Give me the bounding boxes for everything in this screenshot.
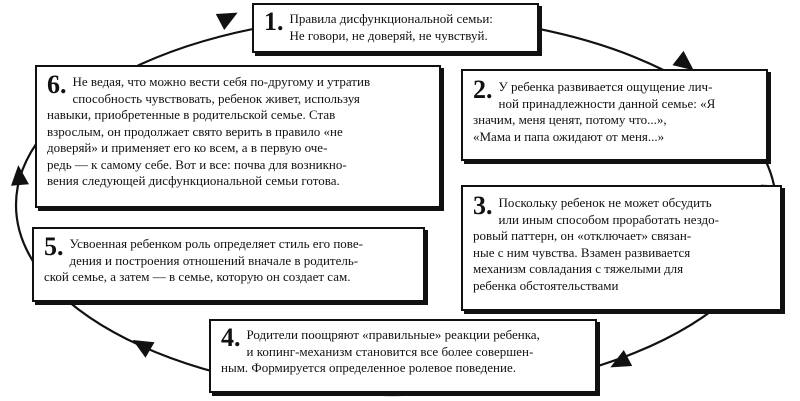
step-1-line-1: Правила дисфункциональной семьи: xyxy=(289,11,493,26)
step-5-line-1: Усвоенная ребенком роль определяет стиль… xyxy=(69,236,363,251)
step-4-line-3: ным. Формируется определенное ролевое по… xyxy=(221,360,516,375)
step-6-line-4: взрослым, он продолжает свято верить в п… xyxy=(47,123,343,139)
arrow-6-to-1 xyxy=(215,12,238,30)
step-3-line-4: ные с ним чувства. Взамен развивается xyxy=(473,244,691,260)
step-4-line-1: Родители поощряют «правильные» реакции р… xyxy=(246,327,540,342)
step-3-number: 3. xyxy=(473,191,493,220)
step-3-box: 3. Поскольку ребенок не может обсудить и… xyxy=(461,185,782,311)
step-6-line-6: редь — к самому себе. Вот и все: почва д… xyxy=(47,156,347,172)
step-6-line-1: Не ведая, что можно вести себя по-другом… xyxy=(72,74,371,89)
step-3-line-2: или иным способом проработать нездо- xyxy=(498,211,719,227)
step-5-number: 5. xyxy=(44,232,64,261)
step-3-line-5: механизм совладания с тяжелыми для xyxy=(473,261,684,276)
step-4-box: 4. Родители поощряют «правильные» реакци… xyxy=(209,319,597,393)
step-6-line-5: доверяй» и применяет его ко всем, а в пе… xyxy=(47,140,328,155)
step-1-box: 1. Правила дисфункциональной семьи: Не г… xyxy=(252,3,539,53)
step-6-box: 6. Не ведая, что можно вести себя по-дру… xyxy=(35,65,441,208)
step-3-line-3: ровый паттерн, он «отключает» связан- xyxy=(473,228,692,243)
step-2-line-3: значим, меня ценят, потому что...», xyxy=(473,112,667,127)
step-3-line-1: Поскольку ребенок не может обсудить xyxy=(498,195,712,210)
step-2-line-1: У ребенка развивается ощущение лич- xyxy=(498,79,713,94)
arrow-1-to-2 xyxy=(672,50,694,71)
step-5-line-3: ской семье, а затем — в семье, которую о… xyxy=(44,269,351,284)
step-6-line-2: способность чувствовать, ребенок живет, … xyxy=(72,90,360,106)
step-6-line-3: навыки, приобретенные в родительской сем… xyxy=(47,107,336,122)
step-4-line-2: и копинг-механизм становится все более с… xyxy=(246,343,534,359)
step-3-line-6: ребенка обстоятельствами xyxy=(473,277,619,293)
step-1-number: 1. xyxy=(264,7,284,36)
step-1-line-2: Не говори, не доверяй, не чувствуй. xyxy=(289,27,488,43)
step-2-line-2: ной принадлежности данной семье: «Я xyxy=(498,95,716,111)
step-5-line-2: дения и построения отношений вначале в р… xyxy=(69,252,359,268)
step-2-box: 2. У ребенка развивается ощущение лич- н… xyxy=(461,69,768,161)
step-4-number: 4. xyxy=(221,323,241,352)
step-2-line-4: «Мама и папа ожидают от меня...» xyxy=(473,128,665,144)
step-5-box: 5. Усвоенная ребенком роль определяет ст… xyxy=(32,227,425,302)
step-6-number: 6. xyxy=(47,70,67,99)
arrow-3-to-4 xyxy=(610,350,633,368)
arrow-4-to-5 xyxy=(132,340,155,358)
step-2-number: 2. xyxy=(473,75,493,104)
arrow-5-to-6 xyxy=(11,165,29,186)
step-6-line-7: вения следующей дисфункциональной семьи … xyxy=(47,173,340,188)
